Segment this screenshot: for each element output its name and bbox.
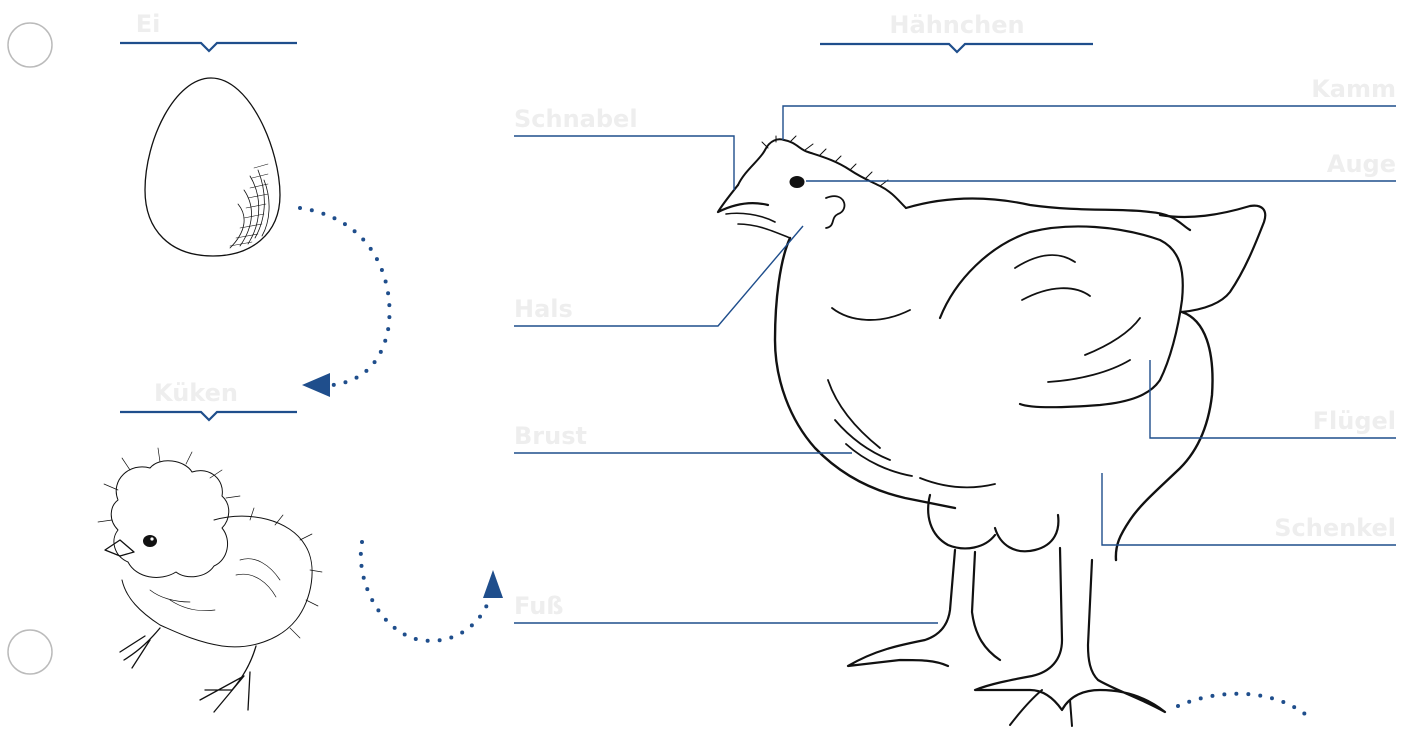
leader-neck — [514, 225, 804, 327]
label-breast: Brust — [514, 422, 587, 450]
punch-hole-bottom — [7, 629, 53, 675]
label-eye: Auge — [1327, 150, 1396, 178]
label-foot: Fuß — [514, 592, 564, 620]
punch-hole-top — [7, 22, 53, 68]
chick-label: Küken — [154, 379, 238, 407]
chick-drawing — [97, 447, 323, 713]
chick-stage: Küken — [97, 379, 323, 713]
chick-eye — [143, 535, 157, 547]
leader-lines — [514, 105, 1396, 624]
label-neck: Hals — [514, 295, 573, 323]
rooster-title-underline — [820, 42, 1093, 54]
egg-stage: Ei — [120, 10, 297, 257]
rooster-label: Hähnchen — [889, 11, 1024, 39]
rooster-eye — [789, 176, 805, 188]
leader-thigh — [1101, 473, 1396, 546]
arrow-rooster-continue — [1176, 691, 1312, 720]
leader-beak — [514, 135, 735, 190]
label-thigh: Schenkel — [1274, 514, 1396, 542]
arrow-egg-to-chick — [298, 206, 392, 397]
arrowhead-left — [302, 373, 330, 397]
egg-title-underline — [120, 41, 297, 53]
rooster-stage: Hähnchen — [514, 11, 1396, 727]
leader-comb — [782, 105, 1396, 140]
rooster-drawing — [716, 135, 1267, 727]
arrowhead-up — [483, 570, 503, 598]
leader-wing — [1149, 360, 1396, 439]
egg-label: Ei — [136, 10, 161, 38]
label-wing: Flügel — [1313, 407, 1396, 435]
label-beak: Schnabel — [514, 105, 638, 133]
arrow-chick-to-rooster — [358, 540, 503, 643]
label-comb: Kamm — [1311, 75, 1396, 103]
chick-title-underline — [120, 410, 297, 422]
egg-drawing — [144, 77, 281, 257]
